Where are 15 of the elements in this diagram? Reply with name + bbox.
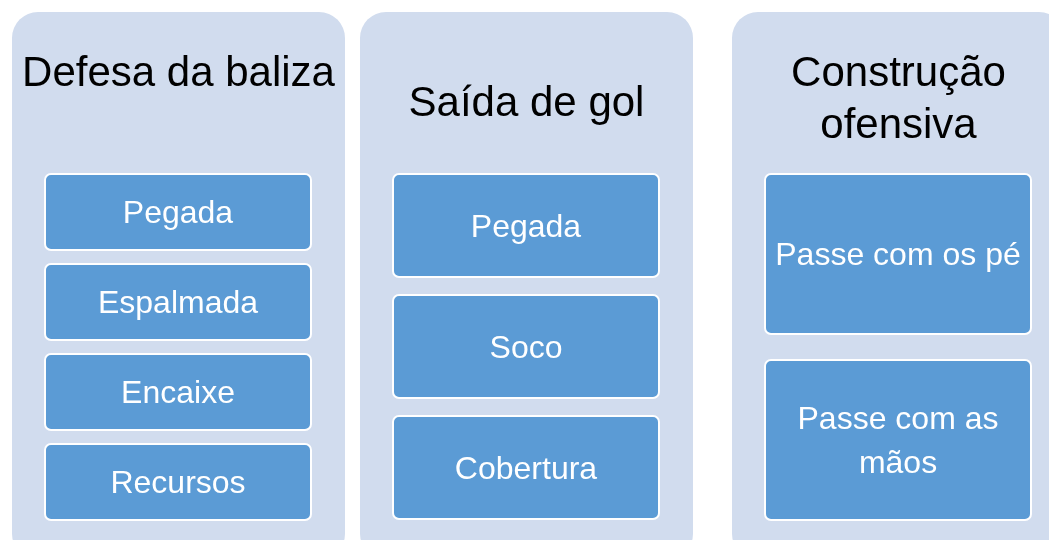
list-item-box: Passe com os pé: [764, 173, 1032, 335]
group-title: Defesa da baliza: [21, 47, 336, 97]
group-title: Construção ofensiva: [790, 47, 1007, 149]
list-item-box: Encaixe: [44, 353, 312, 431]
group-panel: [360, 12, 693, 540]
list-item-box: Passe com as mãos: [764, 359, 1032, 521]
list-item-box: Pegada: [392, 173, 660, 278]
list-item-box: Pegada: [44, 173, 312, 251]
list-item-box: Soco: [392, 294, 660, 399]
list-item-box: Recursos: [44, 443, 312, 521]
group-title: Saída de gol: [407, 77, 646, 127]
group-panel: [12, 12, 345, 540]
list-item-box: Cobertura: [392, 415, 660, 520]
group-panel: [732, 12, 1049, 540]
list-item-box: Espalmada: [44, 263, 312, 341]
